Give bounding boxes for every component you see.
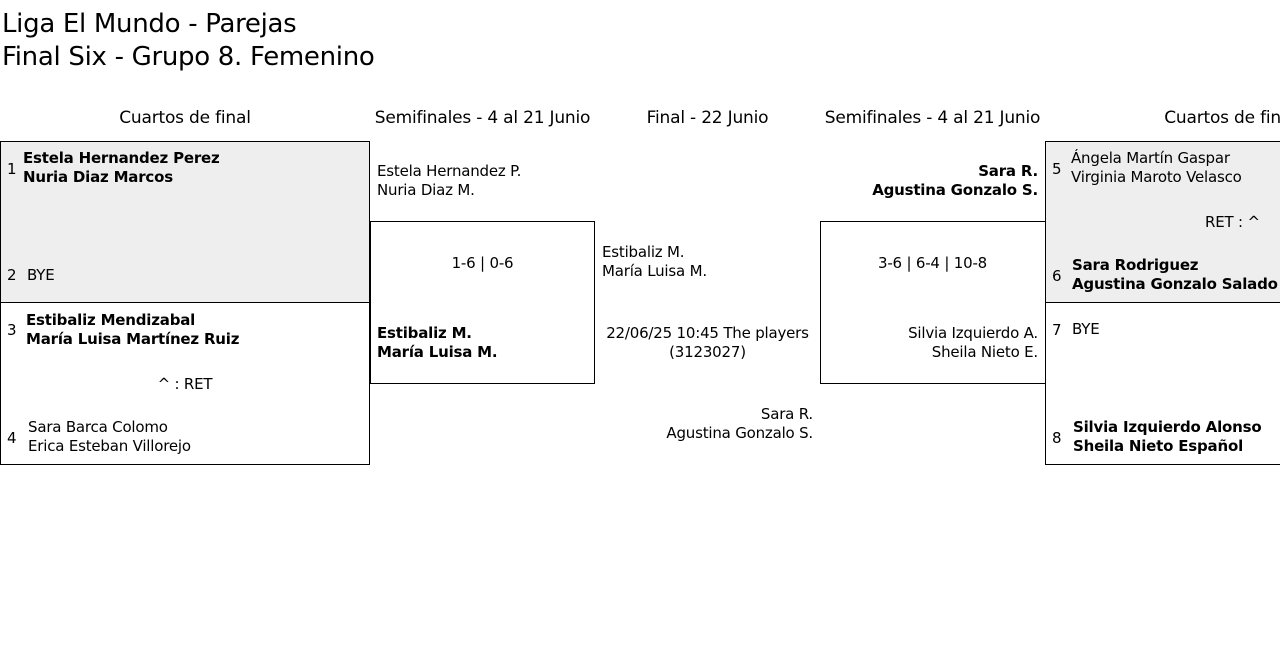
player-name: María Luisa M. (377, 343, 498, 361)
match-score: 3-6 | 6-4 | 10-8 (877, 254, 988, 272)
sf-right-entry-top: Sara R. Agustina Gonzalo S. (820, 162, 1038, 200)
player-name: María Luisa M. (602, 262, 707, 280)
match-score: RET : ^ (1205, 213, 1260, 231)
player-name: Silvia Izquierdo Alonso (1073, 418, 1262, 436)
qf-left-entry-2: BYE (27, 266, 55, 285)
page-subtitle: Final Six - Grupo 8. Femenino (2, 42, 375, 72)
player-name: Erica Esteban Villorejo (28, 437, 191, 455)
player-name: BYE (27, 266, 55, 284)
round-header-sf-right: Semifinales - 4 al 21 Junio (824, 108, 1041, 128)
seed-number: 6 (1052, 267, 1062, 285)
qf-left-entry-1: Estela Hernandez Perez Nuria Diaz Marcos (23, 149, 220, 187)
sf-left-entry-top: Estela Hernandez P. Nuria Diaz M. (377, 162, 521, 200)
qf-left-entry-3: Estibaliz Mendizabal María Luisa Martíne… (26, 311, 239, 349)
round-header-qf-right: Cuartos de final (1164, 108, 1280, 128)
player-name: Virginia Maroto Velasco (1071, 168, 1242, 186)
qf-left-match-2 (0, 302, 370, 465)
seed-number: 8 (1052, 429, 1062, 447)
player-name: Nuria Diaz Marcos (23, 168, 173, 186)
match-score: 1-6 | 0-6 (451, 254, 514, 272)
final-entry-top: Estibaliz M. María Luisa M. (602, 243, 707, 281)
player-name: Agustina Gonzalo Salado (1072, 275, 1278, 293)
qf-left-entry-4: Sara Barca Colomo Erica Esteban Villorej… (28, 418, 191, 456)
sf-left-entry-bottom: Estibaliz M. María Luisa M. (377, 324, 498, 362)
qf-right-match-2 (1045, 302, 1280, 465)
player-name: Agustina Gonzalo S. (872, 181, 1038, 199)
player-name: Sara Barca Colomo (28, 418, 168, 436)
player-name: Estibaliz Mendizabal (26, 311, 196, 329)
qf-right-entry-5: Ángela Martín Gaspar Virginia Maroto Vel… (1071, 149, 1242, 187)
player-name: Silvia Izquierdo A. (908, 324, 1038, 342)
player-name: Nuria Diaz M. (377, 181, 475, 199)
player-name: Sara R. (978, 162, 1038, 180)
seed-number: 2 (7, 266, 17, 284)
player-name: Estela Hernandez P. (377, 162, 522, 180)
qf-right-entry-8: Silvia Izquierdo Alonso Sheila Nieto Esp… (1073, 418, 1262, 456)
final-schedule: 22/06/25 10:45 The players (3123027) (595, 324, 820, 362)
player-name: Ángela Martín Gaspar (1071, 149, 1230, 167)
player-name: BYE (1072, 320, 1100, 338)
round-header-qf-left: Cuartos de final (119, 108, 251, 128)
player-name: Estela Hernandez Perez (23, 149, 220, 167)
qf-right-match-1 (1045, 141, 1280, 303)
player-name: Sara R. (760, 405, 813, 423)
sf-right-entry-bottom: Silvia Izquierdo A. Sheila Nieto E. (820, 324, 1038, 362)
seed-number: 7 (1052, 321, 1062, 339)
round-header-final: Final - 22 Junio (646, 108, 769, 128)
seed-number: 5 (1052, 160, 1062, 178)
player-name: Estibaliz M. (377, 324, 472, 342)
player-name: María Luisa Martínez Ruiz (26, 330, 240, 348)
player-name: Sheila Nieto Español (1073, 437, 1244, 455)
match-code: (3123027) (669, 343, 746, 361)
player-name: Sara Rodriguez (1072, 256, 1199, 274)
final-entry-bottom: Sara R. Agustina Gonzalo S. (595, 405, 813, 443)
player-name: Estibaliz M. (602, 243, 685, 261)
qf-right-entry-7: BYE (1072, 320, 1100, 339)
sf-left-match (370, 221, 595, 384)
page-title: Liga El Mundo - Parejas (2, 9, 297, 39)
player-name: Agustina Gonzalo S. (666, 424, 813, 442)
seed-number: 4 (7, 429, 17, 447)
match-score: ^ : RET (157, 375, 213, 393)
qf-right-entry-6: Sara Rodriguez Agustina Gonzalo Salado (1072, 256, 1278, 294)
player-name: Sheila Nieto E. (931, 343, 1038, 361)
round-header-sf-left: Semifinales - 4 al 21 Junio (374, 108, 591, 128)
qf-left-match-1 (0, 141, 370, 303)
seed-number: 3 (7, 321, 17, 339)
seed-number: 1 (7, 160, 17, 178)
match-datetime: 22/06/25 10:45 The players (606, 324, 809, 342)
